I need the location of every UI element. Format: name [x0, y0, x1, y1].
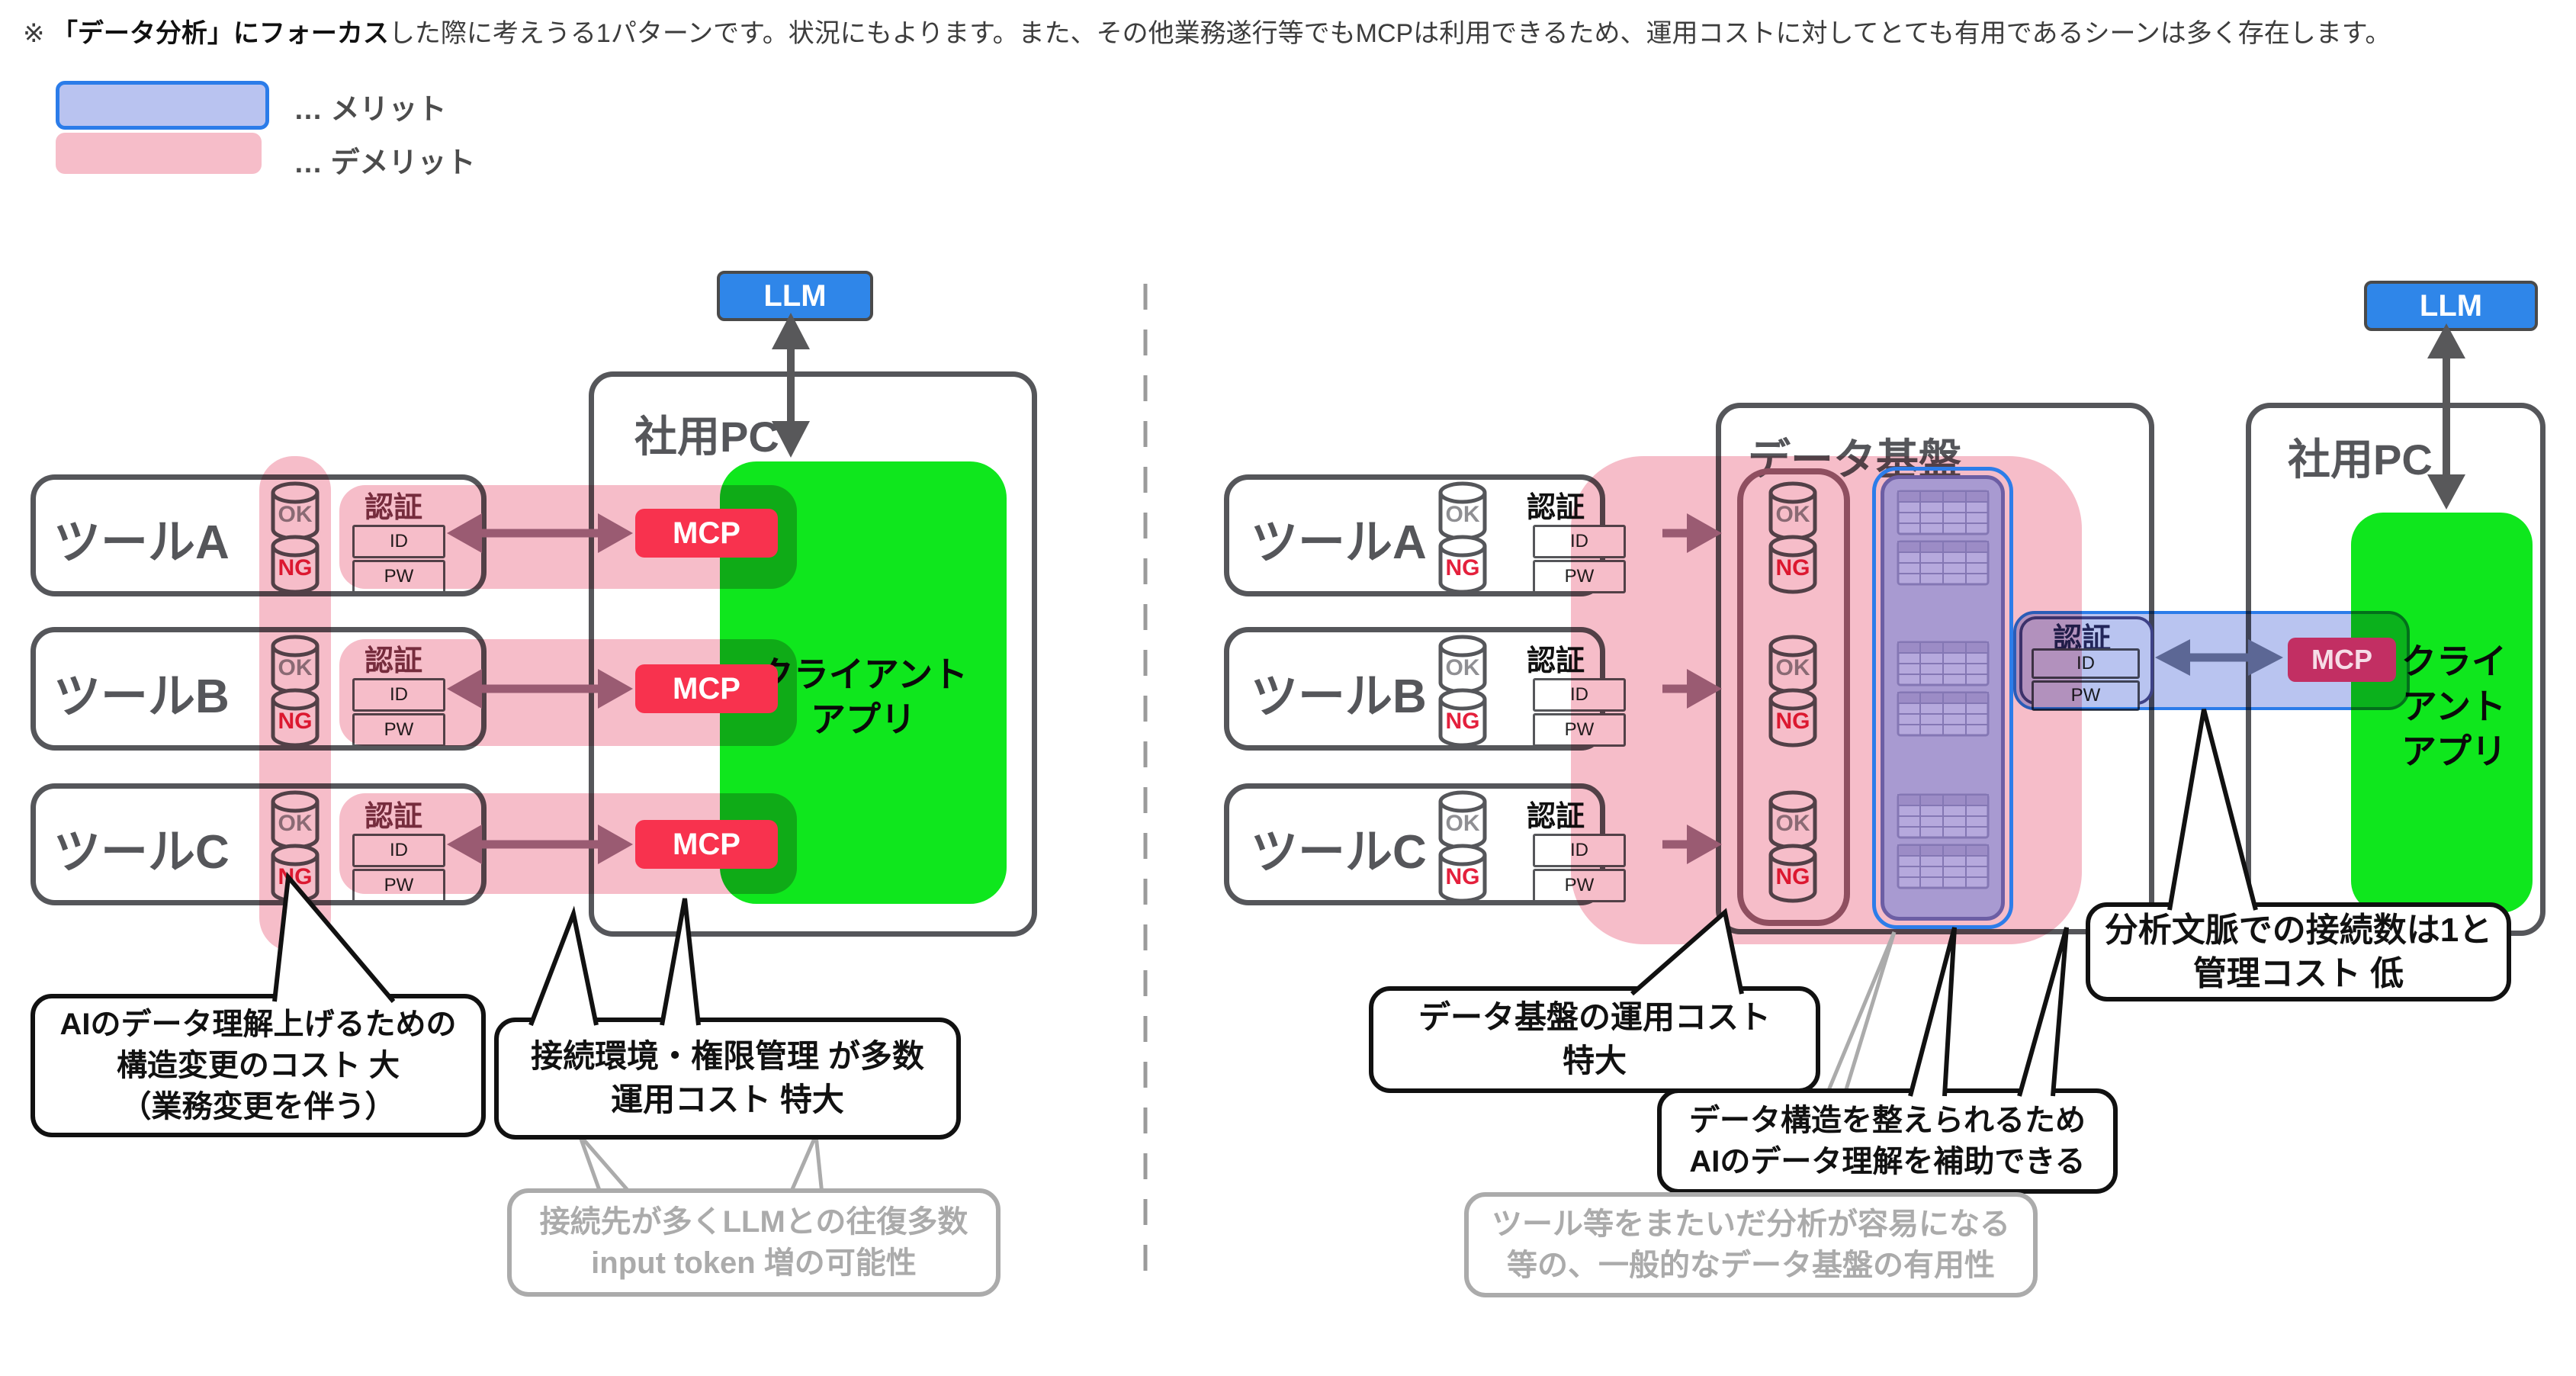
- svg-text:NG: NG: [1446, 864, 1480, 889]
- mcp-box-b: MCP: [635, 664, 778, 713]
- svg-text:OK: OK: [1446, 502, 1480, 527]
- legend-merit-label: … メリット: [294, 94, 447, 126]
- mcp-label: MCP: [673, 516, 740, 550]
- svg-text:NG: NG: [1446, 709, 1480, 734]
- callout-tail: [788, 1127, 824, 1195]
- table-icon: [1897, 691, 1990, 737]
- callout-tail: [2167, 709, 2258, 911]
- callout-line: データ基盤の運用コスト: [1418, 999, 1771, 1036]
- mcp-box-right: MCP: [2288, 638, 2396, 682]
- right-tool-a-label: ツールA: [1251, 516, 1427, 569]
- right-llm-box: LLM: [2364, 281, 2538, 331]
- demerit-band-vertical: [259, 456, 331, 952]
- callout-tail: [1908, 927, 1957, 1097]
- left-tool-a-label: ツールA: [53, 516, 230, 569]
- table-icon: [1897, 641, 1990, 686]
- callout-connection-merit: 分析文脈での接続数は1と 管理コスト 低: [2086, 902, 2511, 1001]
- right-client-app-label: クライ アント アプリ: [2378, 639, 2530, 774]
- database-ng-icon: NG: [1436, 689, 1489, 750]
- legend-demerit-label: … デメリット: [294, 147, 476, 179]
- callout-data-structure: データ構造を整えられるため AIのデータ理解を補助できる: [1657, 1088, 2118, 1194]
- callout-tail: [528, 905, 599, 1027]
- database-ng-icon: NG: [1436, 535, 1489, 596]
- client-app-line: アプリ: [2401, 731, 2507, 771]
- callout-platform-value: ツール等をまたいだ分析が容易になる 等の、一般的なデータ基盤の有用性: [1464, 1192, 2038, 1297]
- callout-line: 特大: [1562, 1043, 1627, 1079]
- client-app-line: アント: [2401, 686, 2507, 726]
- client-app-line: クライ: [2401, 641, 2507, 681]
- legend-demerit-swatch: [56, 133, 262, 174]
- client-app-line: アプリ: [811, 699, 916, 739]
- svg-text:OK: OK: [1446, 811, 1480, 836]
- mcp-box-c: MCP: [635, 820, 778, 869]
- callout-line: 構造変更のコスト 大: [116, 1049, 400, 1082]
- callout-line: 運用コスト 特大: [611, 1082, 844, 1117]
- callout-structure-cost: AIのデータ理解上げるための 構造変更のコスト 大 （業務変更を伴う）: [31, 994, 486, 1137]
- callout-line: 等の、一般的なデータ基盤の有用性: [1507, 1249, 1995, 1282]
- database-ng-icon: NG: [1436, 844, 1489, 905]
- left-llm-label: LLM: [763, 278, 827, 313]
- callout-token-note: 接続先が多くLLMとの往復多数 input token 増の可能性: [507, 1188, 1001, 1297]
- mcp-label: MCP: [673, 671, 740, 706]
- svg-text:NG: NG: [1446, 555, 1480, 580]
- mcp-label: MCP: [673, 827, 740, 861]
- callout-line: （業務変更を伴う）: [120, 1090, 396, 1124]
- callout-line: ツール等をまたいだ分析が容易になる: [1492, 1207, 2010, 1241]
- right-company-pc-label: 社用PC: [2288, 436, 2433, 484]
- callout-line: データ構造を整えられるため: [1689, 1104, 2086, 1137]
- note-bold: 「データ分析」にフォーカス: [51, 19, 389, 48]
- database-ok-icon: OK: [1436, 635, 1489, 696]
- left-tool-c-label: ツールC: [53, 826, 230, 879]
- callout-platform-cost: データ基盤の運用コスト 特大: [1369, 986, 1820, 1093]
- callout-ops-cost: 接続環境・権限管理 が多数 運用コスト 特大: [494, 1018, 961, 1140]
- callout-line: input token 増の可能性: [591, 1246, 917, 1280]
- table-icon: [1897, 540, 1990, 586]
- left-llm-box: LLM: [717, 271, 873, 321]
- platform-db-group-box: [1737, 468, 1850, 926]
- callout-line: AIのデータ理解上げるための: [59, 1008, 457, 1041]
- mcp-label: MCP: [2311, 644, 2372, 675]
- database-ok-icon: OK: [1436, 791, 1489, 852]
- database-ok-icon: OK: [1436, 482, 1489, 543]
- callout-tail: [577, 1133, 633, 1196]
- top-note: ※ 「データ分析」にフォーカスした際に考えうる1パターンです。状況にもよります。…: [23, 12, 2391, 50]
- right-tool-c-label: ツールC: [1251, 826, 1427, 879]
- note-rest: した際に考えうる1パターンです。状況にもよります。また、その他業務遂行等でもMC…: [388, 19, 2391, 48]
- svg-text:OK: OK: [1446, 655, 1480, 680]
- table-icon: [1897, 844, 1990, 889]
- legend-merit-swatch: [56, 81, 269, 130]
- callout-line: 接続環境・権限管理 が多数: [531, 1038, 924, 1075]
- callout-line: 接続先が多くLLMとの往復多数: [539, 1205, 968, 1239]
- note-marker: ※: [23, 19, 52, 48]
- left-company-pc-label: 社用PC: [634, 413, 779, 461]
- table-icon: [1897, 490, 1990, 535]
- left-tool-b-label: ツールB: [53, 670, 230, 723]
- table-icon: [1897, 793, 1990, 839]
- right-client-app-box: [2351, 513, 2533, 913]
- right-tool-b-label: ツールB: [1251, 670, 1427, 723]
- callout-line: AIのデータ理解を補助できる: [1689, 1145, 2086, 1178]
- callout-line: 分析文脈での接続数は1と: [2104, 911, 2493, 949]
- callout-tail: [2017, 927, 2069, 1097]
- callout-line: 管理コスト 低: [2192, 955, 2404, 992]
- mcp-box-a: MCP: [635, 509, 778, 558]
- right-llm-label: LLM: [2419, 288, 2483, 323]
